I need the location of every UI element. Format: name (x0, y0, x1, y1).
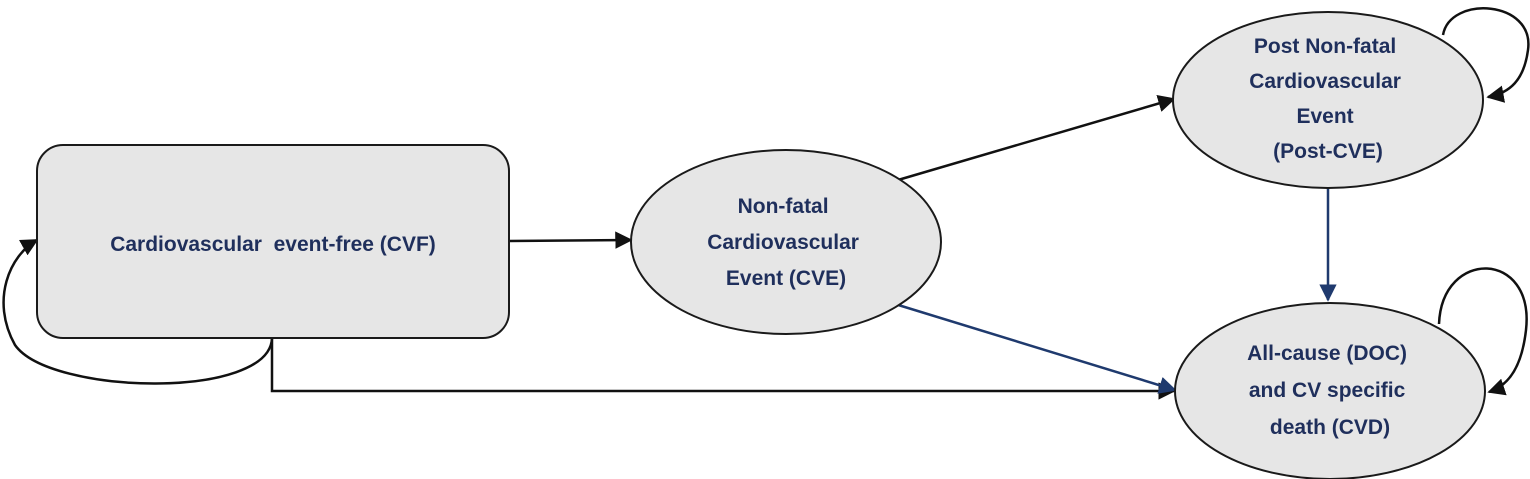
node-cvf-label: Cardiovascular event-free (CVF) (110, 233, 436, 256)
node-post-cve-label: Post Non-fatal Cardiovascular Event (Pos… (1249, 35, 1407, 163)
node-cve: Non-fatal Cardiovascular Event (CVE) (630, 149, 942, 335)
edge-death-self-loop (1437, 267, 1528, 396)
edge-cvf-to-cve (508, 231, 633, 249)
node-cve-label: Non-fatal Cardiovascular Event (CVE) (707, 195, 865, 290)
edge-cve-to-death (894, 302, 1177, 394)
node-death: All-cause (DOC) and CV specific death (C… (1174, 302, 1486, 479)
node-post-cve: Post Non-fatal Cardiovascular Event (Pos… (1172, 11, 1484, 189)
edge-cvf-to-death (270, 338, 1176, 400)
node-death-label: All-cause (DOC) and CV specific death (C… (1247, 342, 1413, 439)
edge-cvf-self-loop (2, 238, 274, 385)
edge-post-cve-self-loop (1441, 7, 1530, 103)
edge-cve-to-post-cve (897, 95, 1176, 182)
node-cvf: Cardiovascular event-free (CVF) (36, 144, 510, 339)
